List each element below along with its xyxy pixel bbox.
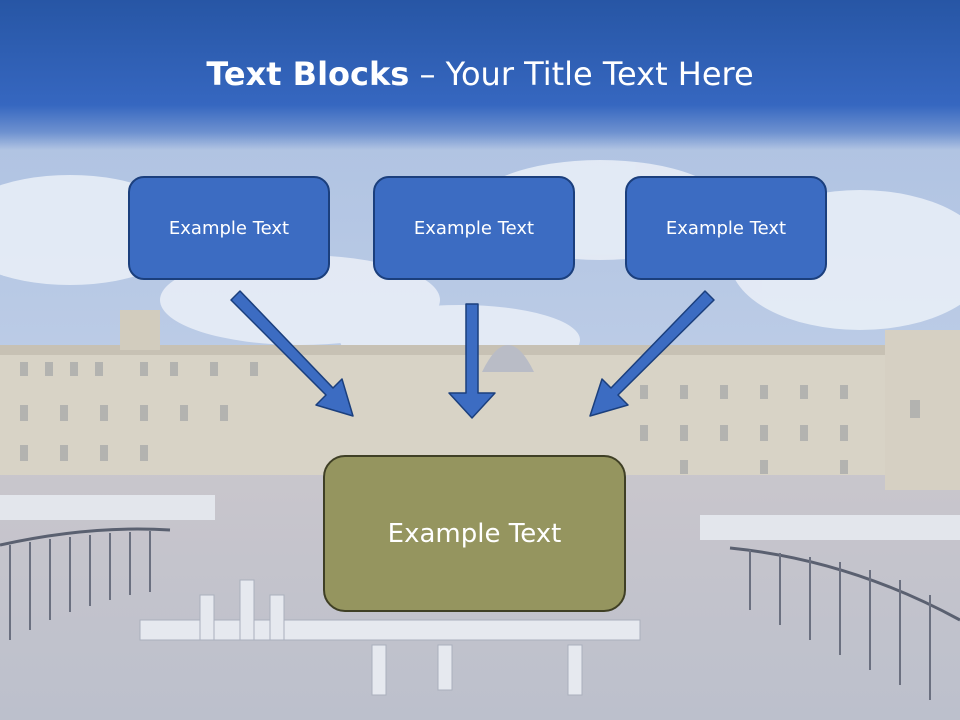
text-block-3[interactable]: Example Text [625, 176, 827, 280]
text-block-3-label: Example Text [665, 217, 787, 239]
title-bar [0, 0, 960, 150]
arrow-center [448, 303, 496, 419]
arrow-right [589, 290, 715, 417]
target-text-block-label: Example Text [387, 518, 562, 549]
text-block-1-label: Example Text [168, 217, 290, 239]
arrow-left [230, 290, 354, 417]
title-dash: – [409, 55, 446, 93]
slide-title: Text Blocks – Your Title Text Here [0, 52, 960, 96]
title-rest: Your Title Text Here [445, 55, 754, 93]
text-block-2[interactable]: Example Text [373, 176, 575, 280]
text-block-2-label: Example Text [413, 217, 535, 239]
text-block-1[interactable]: Example Text [128, 176, 330, 280]
title-bold: Text Blocks [206, 55, 410, 93]
target-text-block[interactable]: Example Text [323, 455, 626, 612]
